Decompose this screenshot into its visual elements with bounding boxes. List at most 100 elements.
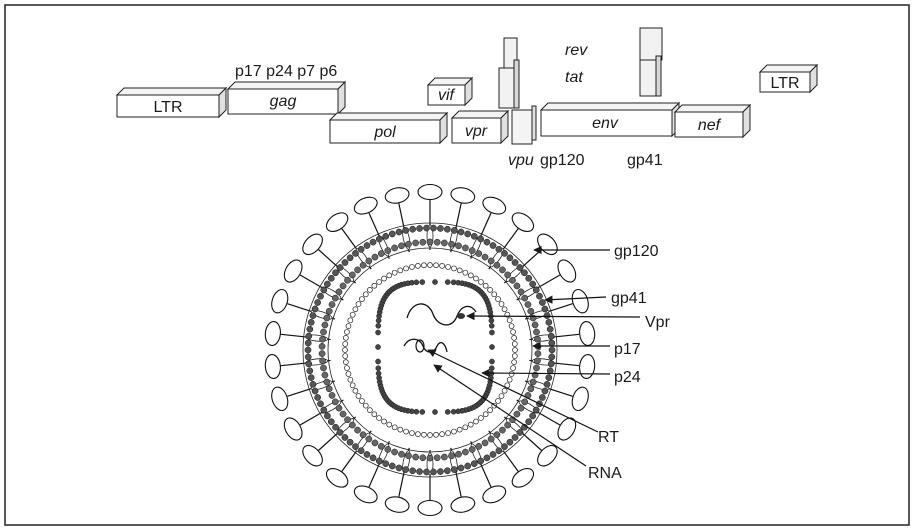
lipid-head-inner <box>462 245 468 251</box>
lipid-head-outer <box>490 451 496 457</box>
gp120-knob <box>554 415 579 443</box>
lipid-head-outer <box>490 242 496 248</box>
lipid-head-outer <box>358 246 364 252</box>
gp120-knob <box>269 385 291 412</box>
pol-label: pol <box>373 124 396 141</box>
p17-subunit <box>499 393 504 398</box>
lipid-head-inner <box>482 440 488 446</box>
lipid-head-inner <box>320 365 326 371</box>
lipid-head-inner <box>488 436 494 442</box>
p17-subunit <box>496 297 501 302</box>
p17-subunit <box>440 432 445 437</box>
lipid-head-inner <box>482 254 488 260</box>
p24-subunit <box>489 359 494 364</box>
p17-subunit <box>492 292 497 297</box>
nef-label: nef <box>698 117 722 134</box>
gp120-knob <box>281 415 306 443</box>
p17-subunit <box>421 432 426 437</box>
lipid-head-outer <box>496 246 502 252</box>
lipid-head-inner <box>398 451 404 457</box>
lipid-head-outer <box>430 469 436 475</box>
p24-subunit <box>420 279 425 284</box>
lipid-head-inner <box>385 446 391 452</box>
gp120-knob <box>384 186 411 206</box>
p17-subunit <box>353 307 358 312</box>
p17-subunit <box>451 266 456 271</box>
gp120-knob <box>480 194 508 217</box>
callout-gp41: gp41 <box>611 290 647 307</box>
gene-tat-rev-exon1 <box>499 38 519 108</box>
p24-subunit <box>489 344 494 349</box>
lipid-head-outer <box>549 354 555 360</box>
lipid-head-outer <box>389 463 395 469</box>
lipid-head-outer <box>542 388 548 394</box>
p17-subunit <box>367 408 372 413</box>
lipid-head-outer <box>517 429 523 435</box>
envelope-inner-ring <box>328 248 532 452</box>
lipid-head-outer <box>437 468 443 474</box>
gp120-knob <box>480 483 508 506</box>
p24-subunit <box>489 318 494 323</box>
lipid-head-outer <box>403 466 409 472</box>
gp120-knob <box>450 495 477 515</box>
p17-subunit <box>348 377 353 382</box>
p24-subunit <box>376 371 381 376</box>
p17-subunit <box>512 335 517 340</box>
lipid-head-outer <box>370 239 376 245</box>
lipid-head-inner <box>533 329 539 335</box>
lipid-head-inner <box>525 301 531 307</box>
lipid-head-inner <box>448 453 454 459</box>
p17-subunit <box>463 270 468 275</box>
lipid-head-outer <box>512 434 518 440</box>
lipid-head-outer <box>307 368 313 374</box>
lipid-head-outer <box>306 333 312 339</box>
p17-subunit <box>367 287 372 292</box>
lipid-head-inner <box>378 251 384 257</box>
p17-subunit <box>428 263 433 268</box>
lipid-head-inner <box>360 262 366 268</box>
p17-subunit <box>511 329 516 334</box>
lipid-head-outer <box>533 407 539 413</box>
p17-subunit <box>350 312 355 317</box>
p17-subunit <box>377 416 382 421</box>
lipid-head-outer <box>410 226 416 232</box>
lipid-head-outer <box>370 455 376 461</box>
callout-gp120: gp120 <box>614 243 659 260</box>
p24-subunit <box>376 323 381 328</box>
p24-subunit <box>445 409 450 414</box>
lipid-head-inner <box>476 251 482 257</box>
gag-products-label: p17 p24 p7 p6 <box>235 63 337 80</box>
p17-subunit <box>513 348 518 353</box>
lipid-head-outer <box>332 270 338 276</box>
lipid-head-outer <box>364 242 370 248</box>
p17-subunit <box>428 433 433 438</box>
lipid-head-inner <box>354 427 360 433</box>
lipid-head-inner <box>514 411 520 417</box>
lipid-head-outer <box>526 275 532 281</box>
lipid-envelope <box>303 223 557 477</box>
gp41-genome-label: gp41 <box>627 152 663 169</box>
lipid-head-inner <box>329 301 335 307</box>
lipid-head-outer <box>546 319 552 325</box>
gp120-knob <box>534 230 561 258</box>
lipid-head-inner <box>505 272 511 278</box>
p17-subunit <box>377 279 382 284</box>
lipid-head-outer <box>403 227 409 233</box>
lipid-head-inner <box>344 277 350 283</box>
callout-rna: RNA <box>588 465 622 482</box>
vpr-label: vpr <box>465 123 488 140</box>
p24-subunit <box>414 280 419 285</box>
p17-subunit <box>387 422 392 427</box>
lipid-head-inner <box>441 240 447 246</box>
lipid-head-inner <box>522 399 528 405</box>
p17-subunit <box>343 348 348 353</box>
lipid-head-inner <box>494 262 500 268</box>
lipid-head-outer <box>458 465 464 471</box>
p17-subunit <box>359 398 364 403</box>
gp120-knob <box>569 287 591 314</box>
envelope-outer-ring <box>303 223 557 477</box>
gp120-knob <box>509 465 537 491</box>
p17-subunit <box>473 276 478 281</box>
p17-subunit <box>509 371 514 376</box>
